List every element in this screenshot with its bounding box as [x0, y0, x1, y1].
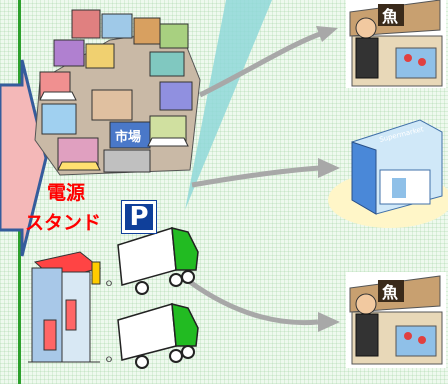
fish-sign-top: 魚 [382, 7, 398, 26]
light-beam [185, 0, 272, 210]
svg-text:ｏ: ｏ [104, 278, 114, 289]
truck-2: ｏ [104, 303, 199, 369]
fish-shop-bottom [346, 272, 446, 368]
input-arrow [0, 59, 48, 257]
fish-sign-bottom: 魚 [382, 283, 398, 302]
truck-1: ｏ [104, 227, 199, 295]
svg-text:ｏ: ｏ [104, 354, 114, 365]
market-town-illustration [34, 9, 201, 176]
market-sign-text: 市場 [115, 129, 141, 145]
gas-station-illustration [28, 251, 102, 363]
supermarket-illustration [328, 119, 448, 228]
parking-sign: P [121, 200, 157, 234]
stand-label: スタンド [25, 212, 102, 234]
arrow-middle [191, 158, 340, 188]
fish-shop-top [346, 0, 446, 88]
arrow-bottom [188, 279, 340, 332]
power-label: 電源 [47, 182, 86, 204]
arrow-top [198, 26, 338, 98]
